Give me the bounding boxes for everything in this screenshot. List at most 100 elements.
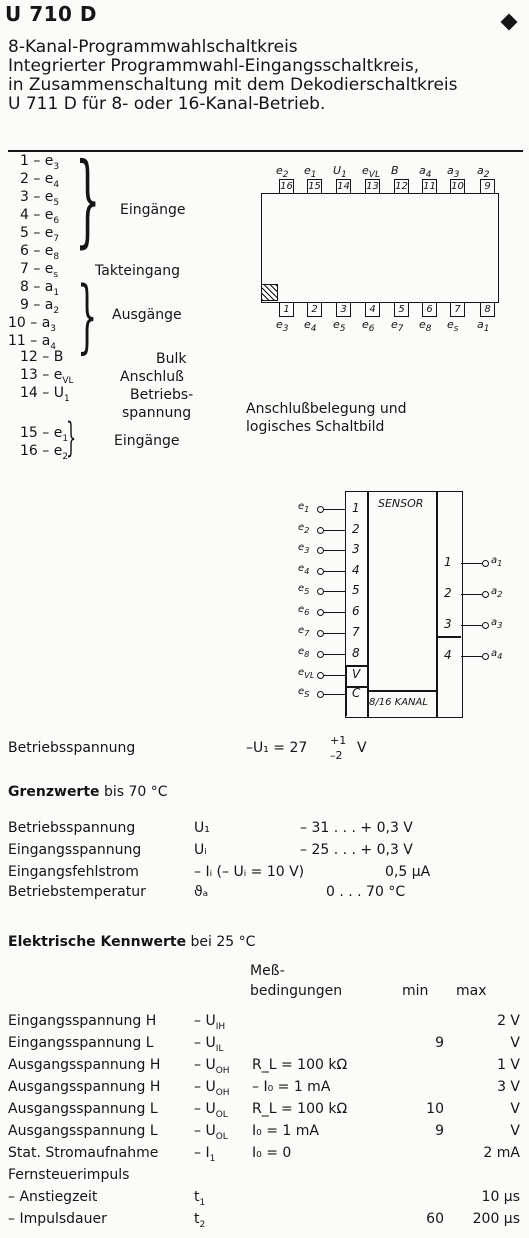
kenn-max: 200 µs [472,1211,520,1227]
pin-name: e6 [362,318,375,335]
pin-number: 3 [336,302,351,317]
input-number: 5 [352,583,360,597]
output-line [461,625,482,626]
output-circle [482,591,489,598]
input-line [324,633,345,634]
grenz-label: Eingangsspannung [8,842,142,858]
input-circle [317,527,324,534]
input-number: 7 [352,625,360,639]
input-circle [317,588,324,595]
input-circle [317,568,324,575]
kenn-symbol: – UOH [194,1057,230,1076]
kenn-max: 2 V [497,1013,520,1029]
brace: } [77,269,98,362]
kenn-max: 2 mA [483,1145,520,1161]
grenz-symbol: ϑₐ [194,884,209,900]
package-caption: logisches Schaltbild [246,419,385,435]
input-label: eVL [298,667,315,680]
kenn-symbol: – UOL [194,1123,228,1142]
divider [437,636,461,638]
kenn-label: Fernsteuerimpuls [8,1167,130,1183]
kenn-symbol: – UIH [194,1013,226,1032]
pin-item: 7 – es [20,261,59,280]
betrieb-tol-minus: –2 [330,749,343,762]
input-number: C [352,686,361,700]
pin-item: 16 – e2 [20,443,69,462]
pin-item: 6 – e8 [20,243,60,262]
label-bulk: Bulk [156,351,187,367]
kenn-label: Eingangsspannung L [8,1035,154,1051]
kenn-symbol: t1 [194,1189,206,1208]
pin-name: e3 [276,318,289,335]
kenn-condition: R_L = 100 kΩ [252,1057,348,1073]
subtitle-line: in Zusammenschaltung mit dem Dekodiersch… [8,75,458,95]
pin-item: 4 – e6 [20,207,60,226]
output-label: a3 [491,617,503,630]
pin-item: 5 – e7 [20,225,60,244]
output-circle [482,622,489,629]
pin-name: B [391,164,399,177]
input-label: e5 [298,583,310,596]
divider [346,686,368,688]
input-line [324,509,345,510]
pin-item: 10 – a3 [8,315,57,334]
input-number: 8 [352,646,360,660]
input-circle [317,672,324,679]
kenn-label: – Anstiegzeit [8,1189,98,1205]
pin-name: e2 [276,164,289,181]
kenn-max: V [510,1101,520,1117]
kenn-symbol: – I1 [194,1145,216,1164]
input-label: e8 [298,646,310,659]
output-circle [482,653,489,660]
kenn-max: V [510,1123,520,1139]
kenn-max: V [510,1035,520,1051]
pin-number: 7 [450,302,465,317]
kanal-label: 8/16 KANAL [369,697,428,708]
kenn-min: 9 [435,1123,444,1139]
grenz-symbol: Uᵢ [194,842,207,858]
input-number: 2 [352,522,360,536]
input-circle [317,651,324,658]
input-label: eS [298,686,310,699]
output-number: 2 [444,586,452,600]
output-line [461,563,482,564]
kennwerte-heading: Elektrische Kennwerte bei 25 °C [8,934,256,950]
grenz-range: – 25 . . . + 0,3 V [300,842,413,858]
kenn-label: Ausgangsspannung H [8,1057,161,1073]
logic-body [345,491,463,718]
pin-name: e5 [333,318,346,335]
pin-number: 13 [365,179,380,194]
kenn-label: Ausgangsspannung H [8,1079,161,1095]
output-label: a2 [491,586,503,599]
diamond-icon [500,13,518,31]
input-circle [317,630,324,637]
input-circle [317,691,324,698]
pin-number: 5 [394,302,409,317]
kenn-max: 10 µs [481,1189,520,1205]
label-anschluss: Anschluß [120,369,184,385]
kenn-max: 1 V [497,1057,520,1073]
pin-item: 13 – eVL [20,367,74,386]
input-number: 4 [352,563,360,577]
kenn-condition: I₀ = 1 mA [252,1123,319,1139]
input-label: e4 [298,563,310,576]
kenn-label: Eingangsspannung H [8,1013,157,1029]
sensor-label: SENSOR [378,497,424,510]
input-circle [317,609,324,616]
pin-name: es [447,318,459,335]
pin-item: 3 – e5 [20,189,60,208]
header-bedingungen: bedingungen [250,983,343,999]
divider [346,666,347,716]
kenn-label: Ausgangsspannung L [8,1123,158,1139]
kenn-max: 3 V [497,1079,520,1095]
label-eingaenge-2: Eingänge [114,433,180,449]
input-line [324,550,345,551]
header-max: max [456,983,487,999]
grenz-label: Eingangsfehlstrom [8,864,139,880]
pin-number: 8 [480,302,495,317]
kenn-label: – Impulsdauer [8,1211,107,1227]
grenz-label: Betriebstemperatur [8,884,146,900]
grenz-range: – 31 . . . + 0,3 V [300,820,413,836]
pin-number: 4 [365,302,380,317]
output-label: a4 [491,648,503,661]
